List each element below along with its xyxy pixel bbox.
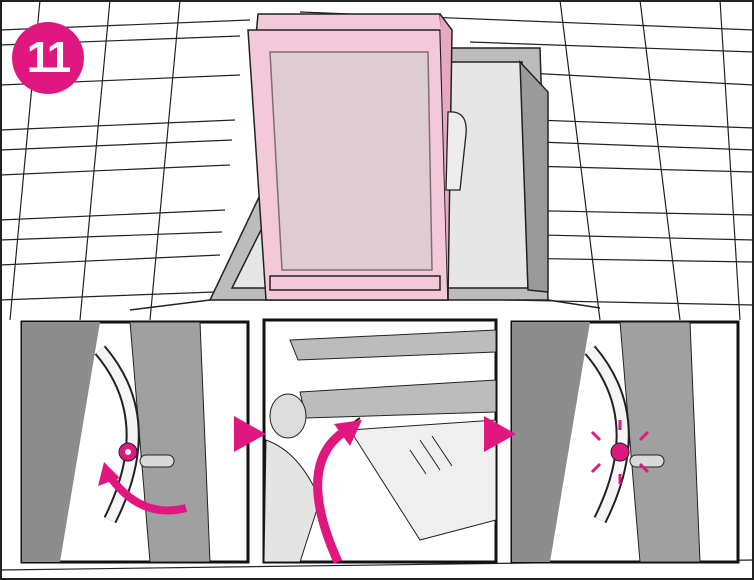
- inset-panel-2: [264, 320, 496, 562]
- step-number: 11: [27, 33, 70, 83]
- inset-panel-1: [22, 322, 248, 562]
- window-sash: [248, 14, 452, 300]
- inset-panel-3: [512, 322, 738, 562]
- step-number-badge: 11: [12, 22, 84, 94]
